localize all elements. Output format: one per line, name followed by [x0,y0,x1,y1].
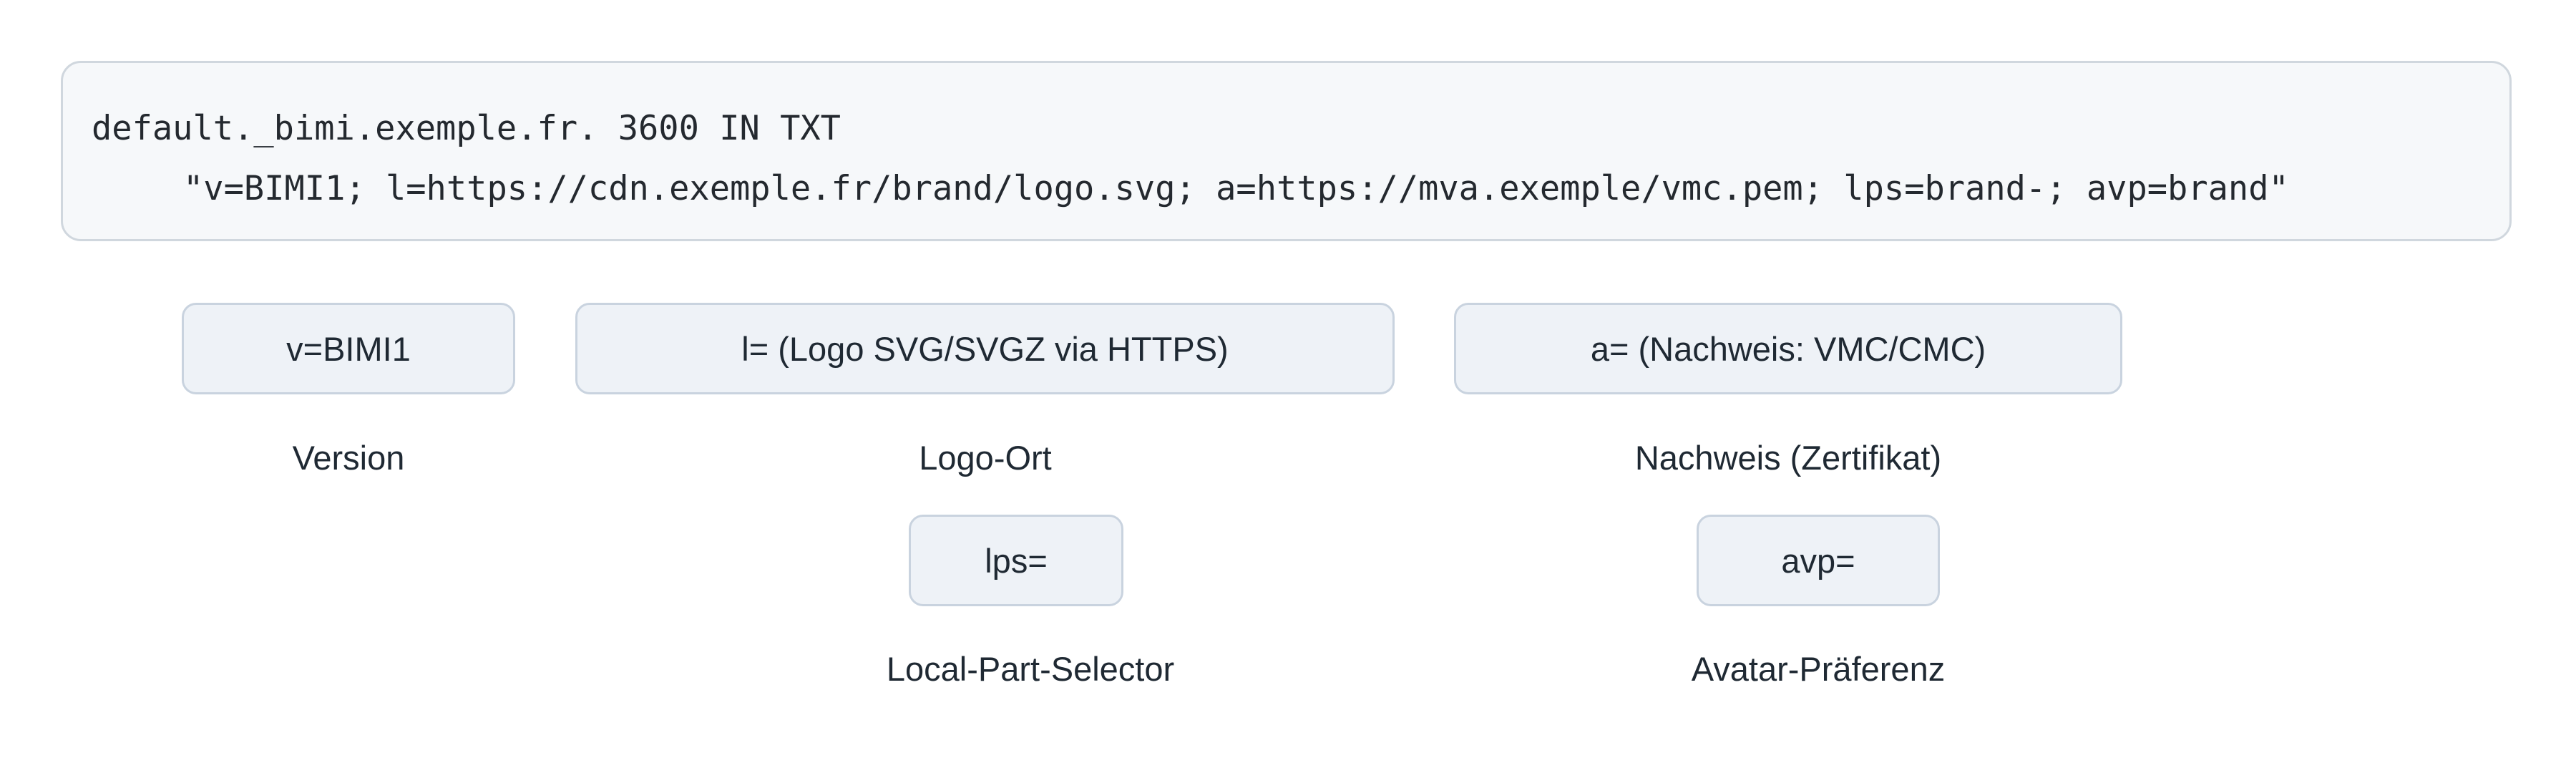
tag-lps-caption: Local-Part-Selector [886,650,1175,688]
tag-avp-label: avp= [1781,541,1855,580]
record-value-line: "v=BIMI1; l=https://cdn.exemple.fr/brand… [183,169,2289,208]
tag-lps-box: lps= [909,515,1123,606]
dns-txt-record-code-block: default._bimi.exemple.fr. 3600 IN TXT "v=… [61,61,2512,241]
tag-version-caption: Version [292,439,405,477]
tag-logo-label: l= (Logo SVG/SVGZ via HTTPS) [741,329,1229,368]
tag-logo-box: l= (Logo SVG/SVGZ via HTTPS) [575,303,1395,394]
tag-version-box: v=BIMI1 [182,303,515,394]
tag-logo-caption: Logo-Ort [919,439,1052,477]
tag-evidence-label: a= (Nachweis: VMC/CMC) [1590,329,1986,368]
tag-evidence-caption: Nachweis (Zertifikat) [1634,439,1942,477]
tag-avp-box: avp= [1697,515,1940,606]
tag-avp-caption: Avatar-Präferenz [1691,650,1946,688]
tag-version-label: v=BIMI1 [286,329,411,368]
record-name-line: default._bimi.exemple.fr. 3600 IN TXT [92,109,841,148]
tag-lps-label: lps= [985,541,1048,580]
tag-evidence-box: a= (Nachweis: VMC/CMC) [1454,303,2122,394]
